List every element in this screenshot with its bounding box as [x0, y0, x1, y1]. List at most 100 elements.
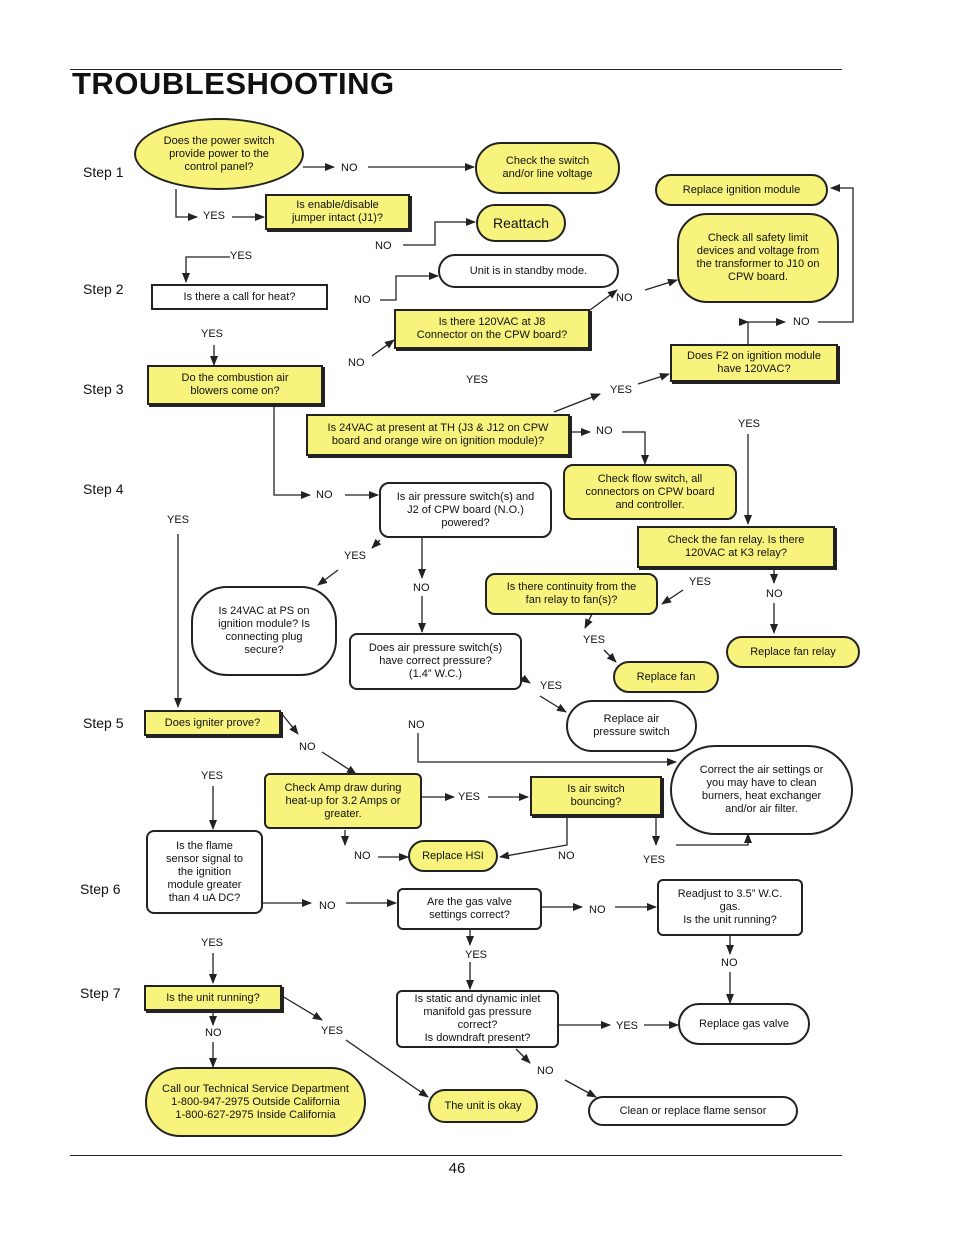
node-air-ps-powered: Is air pressure switch(s) and J2 of CPW … — [379, 482, 552, 538]
node-clean-sensor: Clean or replace flame sensor — [588, 1096, 798, 1126]
edge-static-no2 — [564, 1079, 597, 1098]
node-gas-valve: Are the gas valve settings correct? — [397, 888, 542, 930]
edge-blowers-no — [273, 406, 311, 499]
edge-label: YES — [466, 374, 489, 386]
node-air-switch-bouncing: Is air switch bouncing? — [530, 776, 662, 816]
edge-label: NO — [589, 904, 606, 916]
edge-label: NO — [616, 292, 633, 304]
node-unit-okay: The unit is okay — [428, 1089, 538, 1123]
edge-label: NO — [348, 357, 365, 369]
edge-bounce-no — [499, 818, 568, 860]
edge-j8-yes2 — [637, 372, 670, 385]
node-jumper: Is enable/disable jumper intact (J1)? — [265, 194, 410, 230]
edge-label: NO — [354, 294, 371, 306]
edge-j8-yes — [553, 393, 601, 413]
edge-label: NO — [205, 1027, 222, 1039]
node-replace-module: Replace ignition module — [655, 174, 828, 206]
edge-label: YES — [321, 1025, 344, 1037]
edge-label: NO — [596, 425, 613, 437]
edge-label: NO — [793, 316, 810, 328]
node-continuity: Is there continuity from the fan relay t… — [485, 573, 658, 615]
node-replace-gas-valve: Replace gas valve — [678, 1003, 810, 1045]
step-label-2: Step 2 — [83, 281, 124, 297]
step-label-3: Step 3 — [83, 381, 124, 397]
edge-label: YES — [610, 384, 633, 396]
edge-label: YES — [230, 250, 253, 262]
node-check-safety: Check all safety limit devices and volta… — [677, 213, 839, 303]
edge-label: NO — [413, 582, 430, 594]
edge-running-yes — [281, 995, 323, 1021]
node-air-ps-correct: Does air pressure switch(s) have correct… — [349, 633, 522, 690]
edge-label: NO — [375, 240, 392, 252]
edge-j8-no3 — [644, 278, 678, 291]
edge-label: NO — [299, 741, 316, 753]
edge-cont-yes — [603, 649, 617, 663]
edge-static-no — [515, 1048, 531, 1064]
node-f2: Does F2 on ignition module have 120VAC? — [670, 344, 838, 382]
node-th-24vac: Is 24VAC at present at TH (J3 & J12 on C… — [306, 414, 570, 456]
edge-airps-yes2 — [371, 538, 382, 549]
page-number: 46 — [448, 1160, 466, 1177]
edge-label: NO — [766, 588, 783, 600]
bottom-rule — [70, 1155, 842, 1156]
edge-label: YES — [465, 949, 488, 961]
node-amp-draw: Check Amp draw during heat-up for 3.2 Am… — [264, 773, 422, 829]
node-correct-air: Correct the air settings or you may have… — [670, 745, 853, 835]
edge-label: YES — [458, 791, 481, 803]
page-title: TROUBLESHOOTING — [72, 66, 395, 101]
edge-f2-no-b — [818, 184, 854, 323]
node-fan-relay-q: Check the fan relay. Is there 120VAC at … — [637, 526, 835, 568]
edge-label: YES — [167, 514, 190, 526]
node-igniter: Does igniter prove? — [144, 710, 281, 736]
edge-label: NO — [354, 850, 371, 862]
node-readjust: Readjust to 3.5” W.C. gas. Is the unit r… — [657, 879, 803, 936]
node-flow-switch: Check flow switch, all connectors on CPW… — [563, 464, 737, 520]
edge-label: NO — [721, 957, 738, 969]
edge-jumper-no — [403, 218, 476, 246]
edge-label: YES — [201, 328, 224, 340]
edge-correct-yes — [539, 695, 567, 713]
edge-label: NO — [341, 162, 358, 174]
node-static-dynamic: Is static and dynamic inlet manifold gas… — [396, 990, 559, 1048]
node-replace-fan-relay: Replace fan relay — [726, 636, 860, 668]
edge-label: NO — [316, 489, 333, 501]
edge-fan-yes — [661, 589, 684, 605]
node-power-switch: Does the power switch provide power to t… — [134, 118, 304, 190]
node-j8-120vac: Is there 120VAC at J8 Connector on the C… — [394, 309, 590, 349]
step-label-5: Step 5 — [83, 715, 124, 731]
edge-airps-yes — [317, 569, 339, 586]
node-call-heat: Is there a call for heat? — [151, 284, 328, 310]
edge-label: YES — [203, 210, 226, 222]
node-blowers: Do the combustion air blowers come on? — [147, 365, 323, 405]
edge-label: YES — [689, 576, 712, 588]
node-call-service: Call our Technical Service Department 1-… — [145, 1067, 366, 1137]
top-rule — [70, 69, 842, 70]
edge-bounce-yes2 — [676, 833, 752, 846]
edge-correct-no — [417, 733, 677, 766]
node-replace-air-ps: Replace air pressure switch — [566, 700, 697, 752]
edge-jumper-yes — [182, 256, 230, 283]
edge-power-yes — [175, 189, 198, 221]
node-flame-sensor: Is the flame sensor signal to the igniti… — [146, 830, 263, 914]
node-standby: Unit is in standby mode. — [438, 254, 619, 288]
edge-running-yes2 — [345, 1039, 429, 1098]
edge-label: YES — [738, 418, 761, 430]
node-ps-24vac: Is 24VAC at PS on ignition module? Is co… — [191, 586, 337, 676]
node-reattach: Reattach — [476, 204, 566, 242]
edge-igniter-no — [281, 713, 299, 735]
edge-heat-no — [380, 272, 439, 301]
node-replace-hsi: Replace HSI — [408, 840, 498, 872]
edge-label: NO — [537, 1065, 554, 1077]
edge-label: YES — [201, 937, 224, 949]
step-label-4: Step 4 — [83, 481, 124, 497]
edge-j8-no — [371, 339, 395, 357]
edge-label: YES — [344, 550, 367, 562]
edge-th-no-b — [622, 431, 649, 465]
edge-label: YES — [540, 680, 563, 692]
node-unit-running: Is the unit running? — [144, 985, 282, 1011]
edge-j8-no2 — [589, 289, 618, 311]
edge-label: YES — [616, 1020, 639, 1032]
node-replace-fan: Replace fan — [613, 661, 719, 693]
edge-label: NO — [319, 900, 336, 912]
